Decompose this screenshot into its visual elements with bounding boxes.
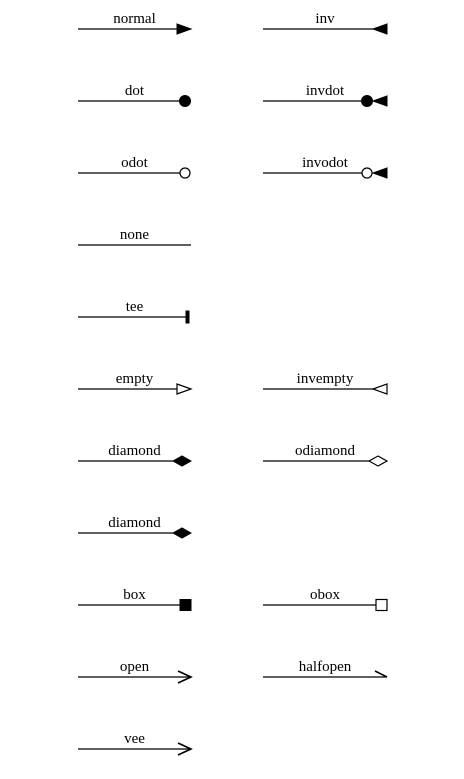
invdot-arrowhead-icon: [371, 95, 388, 107]
edge-inv-right: inv: [263, 11, 388, 35]
edge-diamond-left: diamond: [78, 515, 193, 539]
edge-label: obox: [310, 587, 341, 603]
diamond-arrowhead-icon: [171, 527, 193, 539]
edge-vee-left: vee: [78, 731, 193, 756]
edge-empty-left: empty: [78, 371, 193, 395]
edge-label: invodot: [302, 155, 349, 171]
edge-label: diamond: [108, 515, 161, 531]
edge-odiamond-right: odiamond: [263, 443, 389, 467]
edge-label: diamond: [108, 443, 161, 459]
edge-label: invempty: [297, 371, 354, 387]
invempty-arrowhead-icon: [371, 383, 388, 395]
empty-arrowhead-icon: [176, 383, 193, 395]
inv-arrowhead-icon: [371, 23, 388, 35]
edge-label: normal: [113, 11, 156, 27]
edge-invdot-right: invdot: [263, 83, 388, 107]
edge-label: box: [123, 587, 146, 603]
edge-odot-left: odot: [78, 155, 191, 179]
edge-label: dot: [125, 83, 145, 99]
invodot-arrowhead-icon: [361, 167, 373, 179]
odiamond-arrowhead-icon: [367, 455, 389, 467]
edge-label: none: [120, 227, 150, 243]
edge-label: invdot: [306, 83, 345, 99]
edge-obox-right: obox: [263, 587, 388, 612]
edge-open-left: open: [78, 659, 193, 684]
edge-diamond-left: diamond: [78, 443, 193, 467]
edge-label: vee: [124, 731, 145, 747]
edge-label: inv: [315, 11, 335, 27]
edge-invodot-right: invodot: [263, 155, 388, 179]
obox-arrowhead-icon: [375, 598, 388, 612]
edge-label: odot: [121, 155, 149, 171]
edge-halfopen-right: halfopen: [263, 659, 388, 678]
edge-normal-left: normal: [78, 11, 193, 35]
halfopen-arrowhead-icon: [374, 670, 388, 678]
edge-box-left: box: [78, 587, 192, 611]
edge-label: empty: [116, 371, 154, 387]
edge-none-left: none: [78, 227, 191, 246]
edge-tee-left: tee: [78, 299, 190, 324]
box-arrowhead-icon: [179, 599, 192, 611]
edge-label: halfopen: [299, 659, 352, 675]
normal-arrowhead-icon: [176, 23, 193, 35]
odot-arrowhead-icon: [179, 167, 191, 179]
edge-label: odiamond: [295, 443, 355, 459]
edge-invempty-right: invempty: [263, 371, 388, 395]
invdot-arrowhead-icon: [361, 95, 373, 107]
dot-arrowhead-icon: [179, 95, 191, 107]
diamond-arrowhead-icon: [171, 455, 193, 467]
edge-label: tee: [126, 299, 144, 315]
invodot-arrowhead-icon: [371, 167, 388, 179]
edge-label: open: [120, 659, 150, 675]
edge-dot-left: dot: [78, 83, 191, 107]
